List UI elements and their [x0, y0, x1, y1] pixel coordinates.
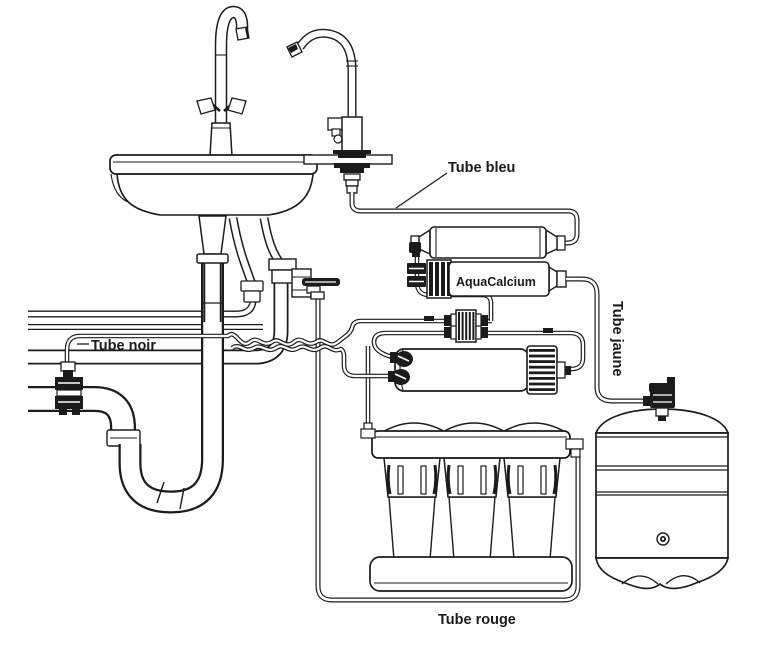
sink — [109, 154, 318, 264]
aquacalcium-filter: AquaCalcium — [426, 259, 567, 299]
tube-noir-label: Tube noir — [91, 338, 156, 354]
flow-restrictor — [444, 309, 488, 343]
p-trap — [130, 258, 222, 509]
tube-rouge-label: Tube rouge — [438, 612, 516, 628]
tube-jaune-label: Tube jaune — [609, 301, 625, 376]
faucet-hoses — [233, 218, 280, 303]
ro-membrane — [388, 345, 571, 395]
ro-faucet — [286, 33, 371, 194]
tank-valve — [643, 377, 675, 421]
prefilter-unit — [360, 422, 584, 592]
label-tube-rouge: Tube rouge — [438, 612, 516, 628]
drain-pipe — [28, 399, 141, 446]
tube-bleu-label: Tube bleu — [448, 160, 515, 176]
label-tube-noir: Tube noir — [77, 338, 156, 354]
membrane-waste-tube — [232, 316, 583, 376]
storage-tank — [594, 408, 730, 590]
post-filter-link-tube — [407, 252, 491, 321]
label-tube-bleu: Tube bleu — [395, 160, 515, 209]
kitchen-faucet — [196, 12, 250, 157]
label-tube-jaune: Tube jaune — [609, 301, 625, 376]
post-filter — [409, 226, 566, 259]
tube-jaune — [566, 279, 650, 401]
drain-saddle-valve — [55, 361, 83, 415]
feed-valve — [268, 258, 340, 300]
aquacalcium-label: AquaCalcium — [456, 275, 536, 289]
